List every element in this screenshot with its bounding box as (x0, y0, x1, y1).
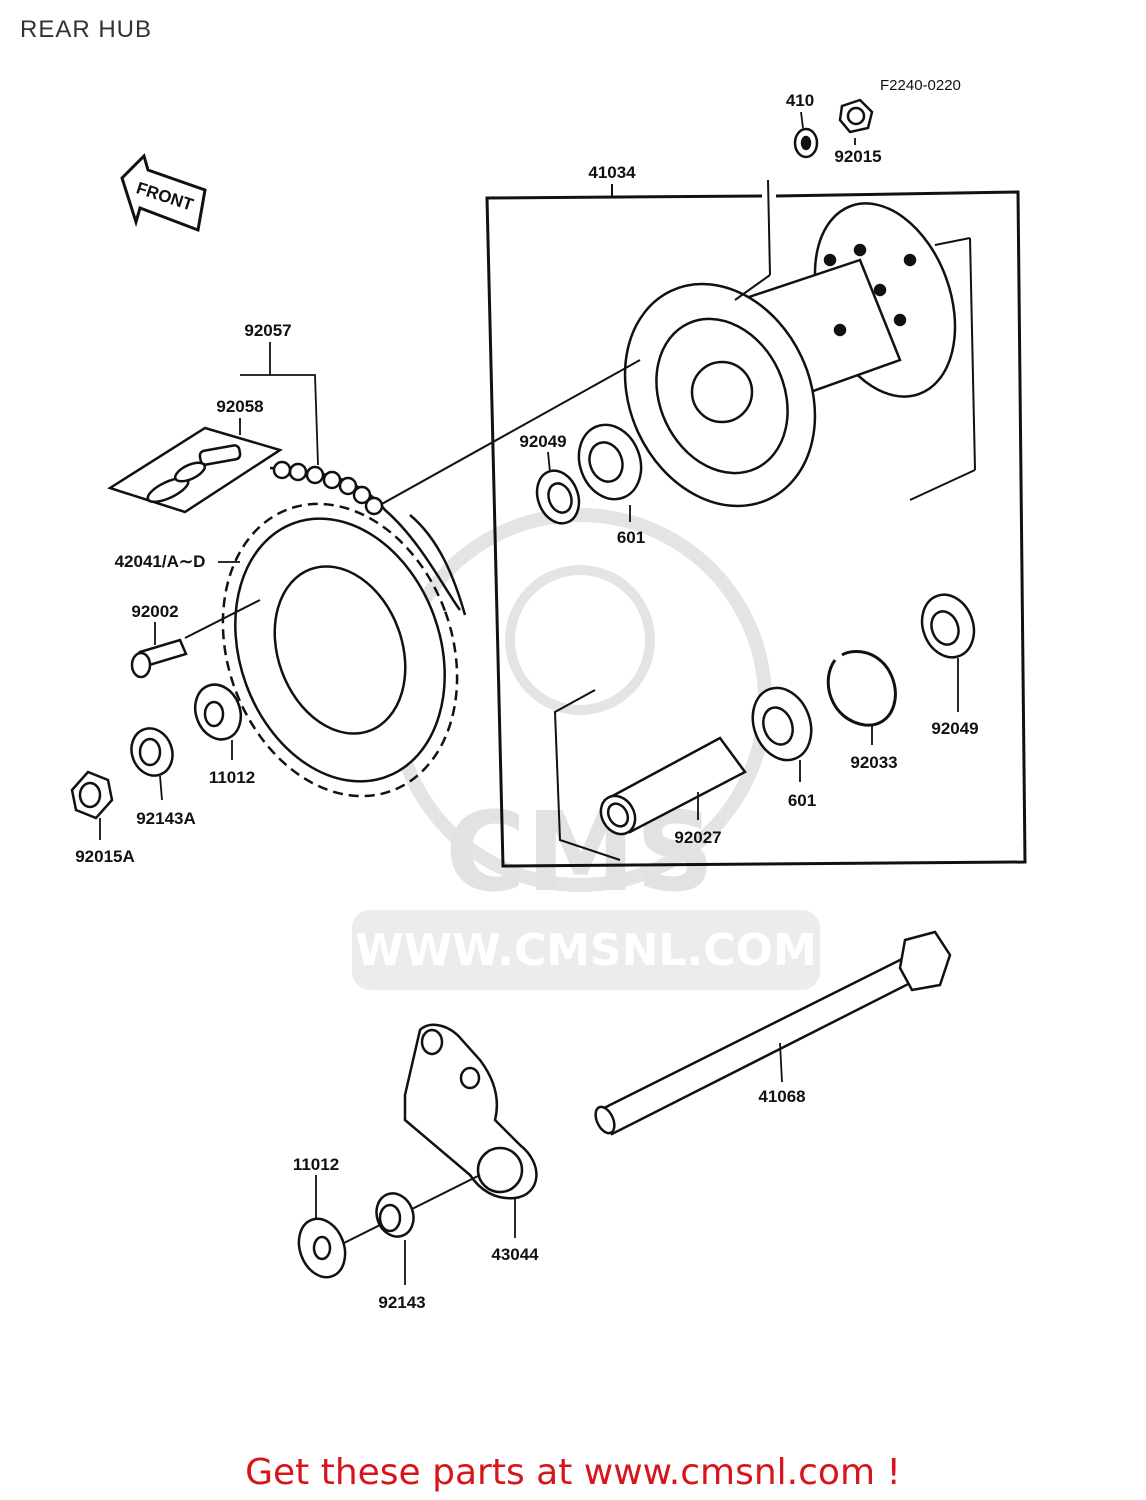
oil-seal-92049-lower-icon (920, 593, 976, 659)
label-92049: 92049 (519, 432, 566, 451)
label-92058: 92058 (216, 397, 263, 416)
page-title: REAR HUB (20, 16, 153, 43)
label-601: 601 (617, 528, 645, 547)
hub-assembly-box (485, 190, 1027, 868)
nut-92015-icon (838, 98, 874, 134)
label-601-lower: 601 (788, 791, 816, 810)
caliper-bracket-43044-icon (403, 1023, 538, 1200)
label-92049-lower: 92049 (931, 719, 978, 738)
label-92143A: 92143A (136, 809, 196, 828)
axle-41068-icon (594, 930, 952, 1136)
label-92015A: 92015A (75, 847, 135, 866)
label-11012-lower: 11012 (293, 1155, 339, 1174)
collar-92143-icon (375, 1192, 415, 1238)
washer-11012-icon (193, 683, 243, 741)
washer-11012-lower-icon (297, 1217, 347, 1279)
front-arrow-icon: FRONT (120, 153, 207, 233)
chain-92057-icon (269, 460, 467, 616)
label-92033: 92033 (850, 753, 897, 772)
label-41068: 41068 (758, 1087, 805, 1106)
label-92027: 92027 (674, 828, 721, 847)
washer-410-icon (793, 127, 819, 159)
label-92015: 92015 (834, 147, 881, 166)
rear-hub-icon (623, 202, 957, 508)
figure-code: F2240-0220 (880, 77, 961, 94)
label-42041: 42041/A∼D (115, 552, 206, 571)
master-link-92058-icon (107, 426, 283, 514)
oil-seal-92049-icon (535, 469, 581, 525)
bearing-601-icon (577, 423, 643, 501)
watermark: CMS WWW.CMSNL.COM (352, 508, 820, 990)
label-11012: 11012 (209, 768, 255, 787)
circlip-92033-icon (826, 649, 897, 727)
label-41034: 41034 (588, 163, 636, 182)
bolt-92002-icon (130, 638, 188, 679)
part-labels: 410 92015 41034 92057 92058 92049 601 42… (75, 91, 978, 1312)
sprocket-42041-icon (221, 502, 459, 798)
label-43044: 43044 (491, 1245, 539, 1264)
label-92002: 92002 (131, 602, 178, 621)
watermark-url: WWW.CMSNL.COM (355, 925, 817, 976)
spacer-92027-icon (599, 736, 747, 836)
footer-link[interactable]: Get these parts at www.cmsnl.com ! (245, 1452, 901, 1493)
label-410: 410 (786, 91, 814, 110)
bearing-601-lower-icon (751, 686, 813, 762)
label-92143: 92143 (378, 1293, 425, 1312)
label-92057: 92057 (244, 321, 291, 340)
collar-92143A-icon (130, 727, 174, 777)
leader-lines (99, 111, 959, 1285)
nut-92015A-icon (70, 770, 114, 820)
